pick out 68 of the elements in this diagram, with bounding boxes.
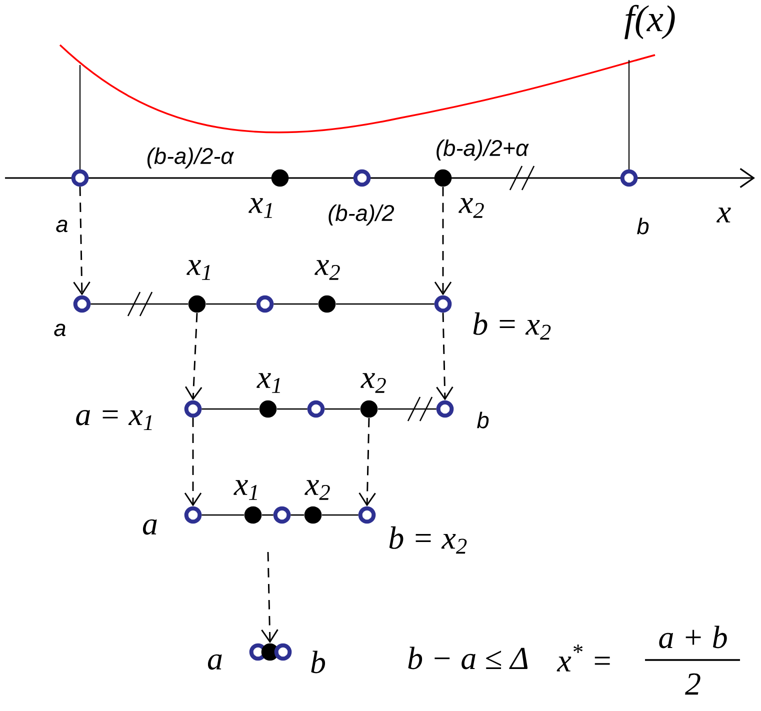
- line-segment: [324, 408, 360, 410]
- dashed-arrow: [185, 312, 202, 400]
- open-circle-marker: [436, 400, 454, 418]
- point-label: b: [637, 218, 649, 234]
- line-segment: [290, 514, 304, 516]
- filled-dot: [304, 506, 322, 524]
- line-segment: [262, 514, 274, 516]
- line-segment: [322, 514, 358, 516]
- dashed-arrow: [358, 418, 376, 506]
- line-segment: [336, 303, 434, 305]
- axis-label: x: [716, 208, 731, 222]
- point-label: b: [477, 412, 489, 428]
- point-label: x$_{2}$: [458, 198, 484, 218]
- formula-text: 2: [685, 673, 700, 695]
- filled-dot: [244, 506, 262, 524]
- point-label: x$_{1}$: [256, 373, 280, 393]
- open-circle-marker: [256, 295, 274, 313]
- point-label: a: [54, 324, 66, 336]
- filled-dot: [259, 400, 277, 418]
- point-label: x$_{2}$: [360, 373, 386, 393]
- point-label: b = x$_{2}$: [389, 526, 467, 554]
- filled-dot: [318, 295, 336, 313]
- point-label: b = x$_{2}$: [473, 312, 551, 340]
- filled-dot: [360, 400, 378, 418]
- filled-dot: [434, 169, 452, 187]
- formula-text: x$^{*}$ =: [556, 644, 610, 672]
- open-circle-marker: [184, 400, 202, 418]
- point-label: (b-a)/2: [328, 204, 394, 226]
- dashed-arrow: [436, 312, 454, 400]
- line-segment: [276, 408, 308, 410]
- point-label: x$_{1}$: [186, 260, 210, 280]
- point-label: b: [311, 650, 326, 674]
- point-label: a: [142, 519, 157, 535]
- line-segment: [378, 408, 436, 410]
- open-circle-marker: [307, 400, 325, 418]
- filled-dot: [271, 169, 289, 187]
- filled-dot: [261, 643, 279, 661]
- dashed-arrow: [73, 186, 90, 296]
- dashed-arrow: [184, 418, 202, 506]
- open-circle-marker: [274, 643, 292, 661]
- interval-label: (b-a)/2-α: [147, 147, 234, 169]
- formula-text: a + b: [659, 626, 727, 648]
- line-segment: [274, 303, 318, 305]
- open-circle-marker: [620, 169, 638, 187]
- open-circle-marker: [73, 295, 91, 313]
- point-label: a: [208, 654, 222, 670]
- point-label: a = x$_{1}$: [76, 410, 152, 430]
- point-label: x$_{2}$: [304, 480, 330, 500]
- interval-label: (b-a)/2+α: [436, 139, 529, 161]
- filled-dot: [188, 295, 206, 313]
- line-segment: [202, 514, 244, 516]
- point-label: x$_{1}$: [248, 198, 272, 218]
- open-circle-marker: [434, 295, 452, 313]
- point-label: a: [56, 220, 68, 232]
- open-circle-marker: [353, 169, 371, 187]
- point-label: x$_{2}$: [314, 260, 340, 280]
- formula-label: f(x): [624, 4, 675, 40]
- line-segment: [202, 408, 260, 410]
- dashed-arrow: [261, 552, 278, 644]
- open-circle-marker: [273, 506, 291, 524]
- point-label: x$_{1}$: [234, 480, 257, 500]
- dashed-arrow: [434, 186, 452, 296]
- open-circle-marker: [71, 169, 89, 187]
- line-segment: [206, 303, 256, 305]
- line-segment: [90, 303, 188, 305]
- open-circle-marker: [184, 506, 202, 524]
- condition-formula: b − a ≤ Δ: [408, 646, 528, 670]
- open-circle-marker: [358, 506, 376, 524]
